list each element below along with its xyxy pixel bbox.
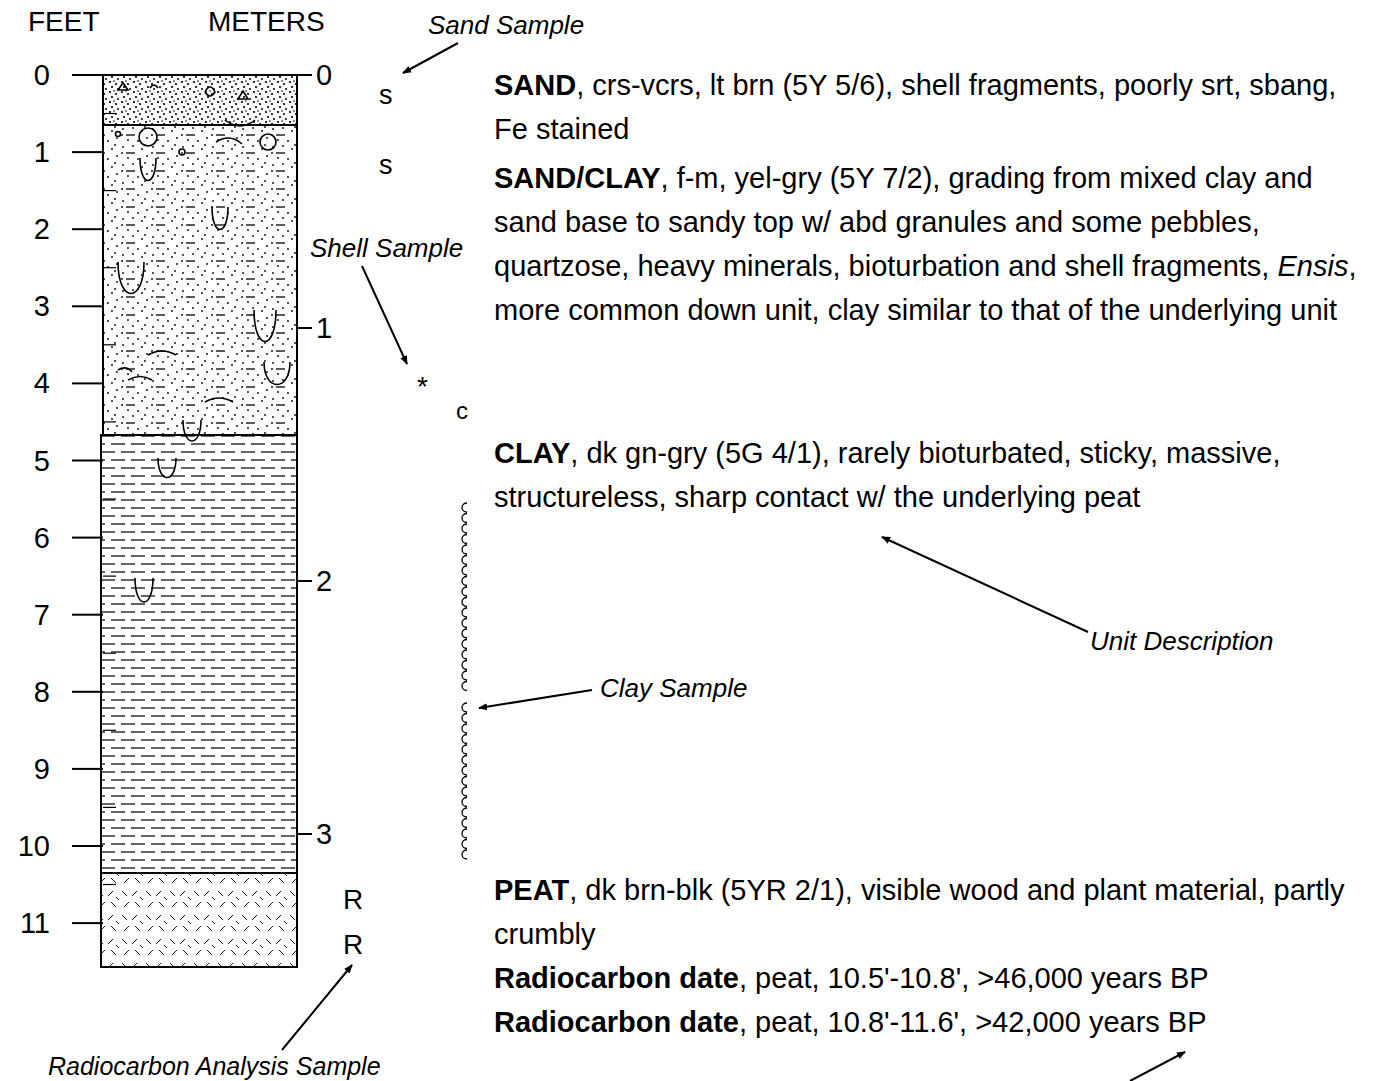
depth-feet: 5 [34,446,50,475]
foot-tick [72,74,103,76]
depth-meters: 3 [316,820,332,849]
unit-description: CLAY, dk gn-gry (5G 4/1), rarely bioturb… [494,431,1366,519]
sample-mark: s [379,82,393,109]
clay-sample-mark [462,503,467,691]
half-foot-tick [103,344,116,345]
callout-label: Radiocarbon Analysis Sample [48,1054,381,1079]
foot-tick [72,922,103,924]
foot-tick [72,768,103,770]
unit-text: , peat, 10.5'-10.8', >46,000 years BP [739,962,1209,994]
foot-tick [72,151,103,153]
callout-label: Clay Sample [600,675,747,701]
depth-meters: 2 [316,567,332,596]
foot-tick [72,537,103,539]
depth-feet: 11 [20,909,50,938]
radiocarbon-date: Radiocarbon date, peat, 10.5'-10.8', >46… [494,956,1209,1000]
clay-sample-mark [462,703,467,859]
sample-mark: * [417,373,428,401]
half-foot-tick [103,267,116,268]
radiocarbon-date: Radiocarbon date, peat, 10.8'-11.6', >42… [494,1000,1207,1044]
depth-feet: 0 [34,61,50,90]
depth-feet: 9 [34,754,50,783]
foot-tick [72,614,103,616]
half-foot-tick [103,113,116,114]
half-foot-tick [103,190,116,191]
foot-tick [72,382,103,384]
depth-feet: 1 [34,138,50,167]
unit-description: SAND/CLAY, f-m, yel-gry (5Y 7/2), gradin… [494,156,1366,332]
depth-feet: 6 [34,523,50,552]
half-foot-tick [103,807,116,808]
depth-feet: 2 [34,215,50,244]
foot-tick [72,691,103,693]
unit-text: , peat, 10.8'-11.6', >42,000 years BP [739,1006,1207,1038]
half-foot-tick [103,653,116,654]
unit-name: PEAT [494,874,569,906]
unit-name: Radiocarbon date [494,1006,739,1038]
foot-tick [72,228,103,230]
unit-description: SAND, crs-vcrs, lt brn (5Y 5/6), shell f… [494,63,1366,151]
shell-symbols [116,83,291,602]
depth-meters: 0 [316,61,332,90]
unit-text: , dk gn-gry (5G 4/1), rarely bioturbated… [494,437,1281,513]
unit-name: Radiocarbon date [494,962,739,994]
unit-text: , dk brn-blk (5YR 2/1), visible wood and… [494,874,1345,950]
foot-tick [72,460,103,462]
half-foot-tick [103,575,116,576]
taxon-name: Ensis [1277,250,1348,282]
depth-feet: 3 [34,292,50,321]
depth-feet: 4 [34,369,50,398]
depth-ticks [72,75,116,923]
callout-label: Shell Sample [310,235,463,261]
half-foot-tick [103,730,116,731]
foot-tick [72,845,103,847]
axis-title: FEET [28,8,100,36]
unit-name: SAND [494,69,576,101]
clay-sample-interval [462,503,467,859]
leader-arrows [282,43,1185,1081]
unit-name: SAND/CLAY [494,162,661,194]
unit-name: CLAY [494,437,570,469]
sample-mark: c [456,399,468,423]
unit-text: , crs-vcrs, lt brn (5Y 5/6), shell fragm… [494,69,1336,145]
unit-description: PEAT, dk brn-blk (5YR 2/1), visible wood… [494,868,1366,956]
column-units [101,75,297,967]
callout-label: Sand Sample [428,12,584,38]
half-foot-tick [103,884,116,885]
half-foot-tick [103,498,116,499]
callout-label: Unit Description [1090,628,1274,654]
sample-mark: R [343,931,363,959]
foot-tick [72,305,103,307]
depth-meters: 1 [316,314,332,343]
sample-mark: s [379,152,393,179]
depth-feet: 8 [34,677,50,706]
sample-mark: R [343,886,363,914]
depth-feet: 7 [34,600,50,629]
depth-feet: 10 [18,832,50,861]
half-foot-tick [103,421,116,422]
axis-title: METERS [208,8,325,36]
meter-ticks [297,75,312,834]
